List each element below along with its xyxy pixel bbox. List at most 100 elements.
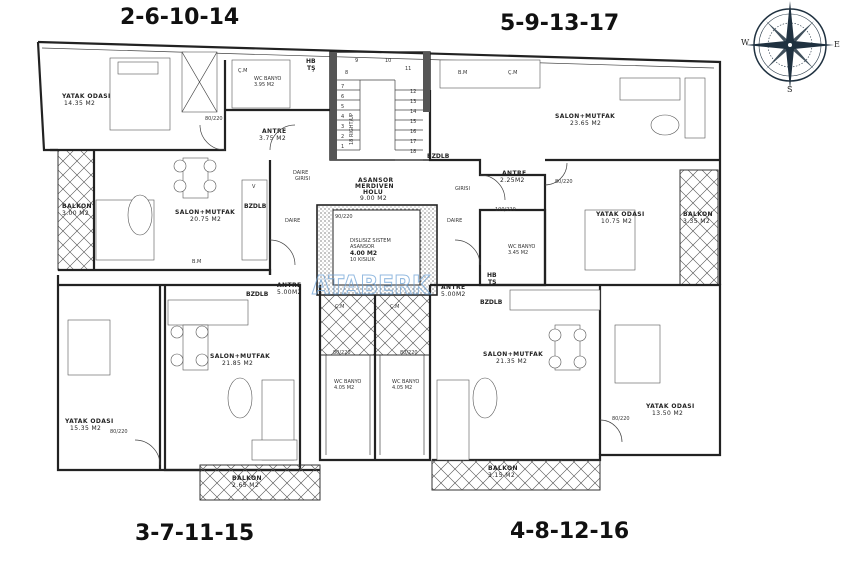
pantry-label: BZDLB <box>244 203 267 210</box>
room-name: ANTRE <box>277 282 301 289</box>
room-name: BALKON <box>683 211 713 218</box>
door-size: 80/220 <box>333 350 351 356</box>
compass-east: E <box>834 40 840 49</box>
fridge-label: V <box>252 184 256 190</box>
stair-hall-line1: ASANSOR <box>358 177 393 184</box>
watermark: ATABERK <box>312 271 431 301</box>
elevator-line1: DISLISIZ SISTEM <box>350 238 391 244</box>
stair-step-8: 8 <box>345 70 348 76</box>
pantry-label: BZDLB <box>246 291 269 298</box>
balcony-bottom-right <box>431 459 601 491</box>
room-area: 3.45 M2 <box>508 250 528 256</box>
stair-step-18: 18 <box>410 149 416 155</box>
room-name: BALKON <box>62 203 92 210</box>
shaft-label: TŞ <box>307 65 315 72</box>
unit-label-bottom-left: 3-7-11-15 <box>135 521 254 546</box>
entrance-label: GIRISI <box>455 186 470 192</box>
washing-machine-label: Ç.M <box>335 304 344 310</box>
stair-direction-label: 18 RIGHT/UP <box>349 113 355 145</box>
stair-step-15: 15 <box>410 119 416 125</box>
room-name: ANTRE <box>262 128 286 135</box>
stair-step-16: 16 <box>410 129 416 135</box>
furniture <box>67 51 706 461</box>
door-size: 100/220 <box>495 207 516 213</box>
stair-step-14: 14 <box>410 109 416 115</box>
door-size: 80/220 <box>400 350 418 356</box>
room-name: ANTRE <box>441 284 465 291</box>
compass-south: S <box>787 85 792 94</box>
room-name: YATAK ODASI <box>595 211 645 218</box>
room-name: WC BANYO <box>254 76 281 82</box>
room-name: WC BANYO <box>334 379 361 385</box>
elevator-capacity: 10 KISILIK <box>350 257 376 263</box>
room-area: 2.25M2 <box>500 177 525 184</box>
room-area: 9.00 M2 <box>360 195 387 202</box>
washing-machine-label: Ç.M <box>508 70 517 76</box>
room-area: 3.35 M2 <box>683 218 710 225</box>
washing-machine-label: Ç.M <box>238 68 247 74</box>
unit-label-top-right: 5-9-13-17 <box>500 11 619 36</box>
entrance-label: DAIRE <box>293 170 308 176</box>
room-area: 10.75 M2 <box>601 218 632 225</box>
door-labels: 80/220 90/220 100/220 80/220 80/220 80/2… <box>110 116 630 435</box>
stair-step-10: 10 <box>385 58 391 64</box>
unit-label-top-left: 2-6-10-14 <box>120 5 239 30</box>
room-area: 3.15 M2 <box>488 472 515 479</box>
unit-label-bottom-right: 4-8-12-16 <box>510 519 629 544</box>
stair-step-1: 1 <box>341 144 344 150</box>
stair-step-17: 17 <box>410 139 416 145</box>
room-area: 4.05 M2 <box>334 385 354 391</box>
room-area: 21.85 M2 <box>222 360 253 367</box>
shaft-label: HB <box>306 58 316 65</box>
balcony-top-right <box>679 169 719 286</box>
door-size: 80/220 <box>555 179 573 185</box>
stair-hall-line3: HOLU <box>363 189 383 196</box>
elevator-area: 4.00 M2 <box>350 250 377 257</box>
stair-step-3: 3 <box>341 124 344 130</box>
room-name: WC BANYO <box>508 244 535 250</box>
door-swings <box>134 124 623 466</box>
door-size: 80/220 <box>110 429 128 435</box>
pantry-label: BZDLB <box>480 299 503 306</box>
compass-rose-icon <box>746 1 834 89</box>
room-name: YATAK ODASI <box>64 418 114 425</box>
stair-hall-line2: MERDIVEN <box>355 183 394 190</box>
room-area: 4.05 M2 <box>392 385 412 391</box>
room-area: 3.95 M2 <box>254 82 274 88</box>
entrance-label: DAIRE <box>447 218 462 224</box>
room-area: 2.65 M2 <box>232 482 259 489</box>
room-area: 5.00M2 <box>441 291 466 298</box>
room-name: WC BANYO <box>392 379 419 385</box>
stair-step-7: 7 <box>341 84 344 90</box>
room-name: BALKON <box>488 465 518 472</box>
room-area: 3.00 M2 <box>62 210 89 217</box>
balcony-bottom-left <box>199 464 321 501</box>
stair-step-6: 6 <box>341 94 344 100</box>
room-area: 5.00M2 <box>277 289 302 296</box>
room-name: SALON+MUTFAK <box>175 209 235 216</box>
stair-step-11: 11 <box>405 66 411 72</box>
staircase <box>337 79 423 161</box>
room-labels: YATAK ODASI 14.35 M2 ANTRE 3.75 M2 SALON… <box>61 76 713 489</box>
room-name: SALON+MUTFAK <box>483 351 543 358</box>
room-name: YATAK ODASI <box>61 93 111 100</box>
room-area: 23.65 M2 <box>570 120 601 127</box>
pantry-label: BZDLB <box>427 153 450 160</box>
elevator-line2: ASANSOR <box>350 244 375 250</box>
room-area: 14.35 M2 <box>64 100 95 107</box>
stair-step-4: 4 <box>341 114 344 120</box>
room-area: 15.35 M2 <box>70 425 101 432</box>
room-name: SALON+MUTFAK <box>555 113 615 120</box>
room-area: 13.50 M2 <box>652 410 683 417</box>
compass-west: W <box>741 38 750 47</box>
shaft-label: TŞ <box>488 279 496 286</box>
fixture-labels: Ç.M B.M Ç.M B.M Ç.M Ç.M BZDLB BZDLB BZDL… <box>192 58 517 310</box>
stair-step-12: 12 <box>410 89 416 95</box>
entrance-label: DAIRE <box>285 218 300 224</box>
dishwasher-label: B.M <box>458 70 467 76</box>
dishwasher-label: B.M <box>192 259 201 265</box>
room-name: YATAK ODASI <box>645 403 695 410</box>
washing-machine-label: Ç.M <box>390 304 399 310</box>
